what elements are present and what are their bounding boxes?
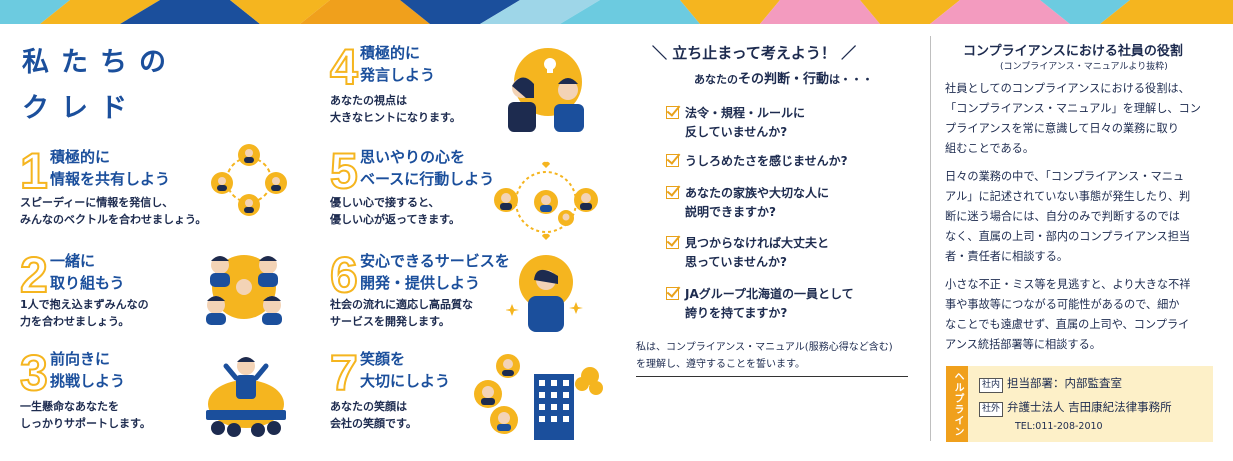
credo-heading: 思いやりの心を: [360, 148, 466, 166]
checklist-item-text: JAグループ北海道の一員として: [685, 287, 854, 301]
helpline-box: ヘルプライン 社内担当部署：内部監査室 社外弁護士法人 吉田康紀法律事務所 TE…: [946, 366, 1213, 442]
checklist-item-text: 説明できますか?: [685, 205, 776, 219]
credo-number: 2: [19, 247, 49, 303]
credo-number: 5: [329, 143, 359, 199]
idea-talk-icon: [498, 44, 590, 136]
checklist-item-text: 法令・規程・ルールに: [685, 106, 806, 120]
paragraph-line: 小さな不正・ミス等を見逃すと、より大きな不祥: [945, 278, 1191, 291]
credo-description: しっかりサポートします。: [20, 417, 151, 430]
credo-title: 私たちの クレド: [22, 40, 178, 132]
credo-heading: 発言しよう: [360, 66, 436, 84]
credo-heading: 積極的に: [360, 44, 421, 62]
role-paragraph-2: 日々の業務の中で、「コンプライアンス・マニュ アル」に記述されていない事態が発生…: [945, 167, 1215, 267]
credo-heading: 笑顔を: [360, 350, 406, 368]
checklist-subtitle-prefix: あなたの: [694, 73, 738, 86]
role-paragraph-3: 小さな不正・ミス等を見逃すと、より大きな不祥 事や事故等につながる可能性があるの…: [945, 275, 1215, 355]
paragraph-line: なく、直属の上司・部内のコンプライアンス担当: [945, 230, 1191, 243]
heart-circle-icon: [492, 160, 600, 246]
credo-description: みんなのベクトルを合わせましょう。: [20, 213, 207, 226]
paragraph-line: 「コンプライアンス・マニュアル」を理解し、コン: [945, 102, 1201, 115]
credo-description: 1人で抱え込まずみんなの: [20, 298, 149, 311]
credo-description: 社会の流れに適応し高品質な: [330, 298, 473, 311]
compliance-pledge: 私は、コンプライアンス・マニュアル(服務心得など含む) を理解し、遵守することを…: [636, 339, 908, 377]
helpline-label: ヘルプライン: [946, 366, 968, 442]
credo-heading: 挑戦しよう: [50, 372, 126, 390]
credo-description: あなたの笑顔は: [330, 400, 407, 413]
paragraph-line: なことでも遠慮せず、直属の上司や、コンプライ: [945, 318, 1190, 331]
credo-description: スピーディーに情報を発信し、: [20, 196, 174, 209]
checkbox-icon: [666, 236, 679, 249]
pledge-text: を理解し、遵守することを誓います。: [636, 359, 805, 370]
cheer-icon: [198, 352, 294, 446]
credo-description: 力を合わせましょう。: [20, 315, 130, 328]
checklist-subtitle: あなたのその判断・行動は・・・: [694, 68, 873, 87]
team-hands-icon: [196, 243, 292, 333]
internal-contact: 担当部署：内部監査室: [1007, 376, 1123, 390]
paragraph-line: アル」に記述されていない事態が発生したり、判: [945, 190, 1191, 203]
checkbox-icon: [666, 287, 679, 300]
smile-building-icon: [468, 350, 608, 444]
credo-number: 6: [329, 247, 359, 303]
checkbox-icon: [666, 106, 679, 119]
credo-heading: 開発・提供しよう: [360, 274, 481, 292]
credo-heading: 大切にしよう: [360, 372, 451, 390]
credo-number: 4: [329, 39, 359, 95]
checkbox-icon: [666, 186, 679, 199]
helpline-phone: TEL:011-208-2010: [1015, 421, 1103, 432]
credo-heading: 前向きに: [50, 350, 111, 368]
checklist-subtitle-suffix: は・・・: [829, 73, 874, 86]
checklist-item-text: 誇りを持てますか?: [685, 306, 788, 320]
credo-description: あなたの視点は: [330, 94, 407, 107]
paragraph-line: アンス統括部署等に相談する。: [945, 338, 1101, 351]
external-contact: 弁護士法人 吉田康紀法律事務所: [1007, 400, 1172, 414]
paragraph-line: 社員としてのコンプライアンスにおける役割は、: [945, 82, 1190, 95]
credo-heading: 積極的に: [50, 148, 111, 166]
paragraph-line: プライアンスを常に意識して日々の業務に取り: [945, 122, 1179, 135]
pledge-text: 私は、コンプライアンス・マニュアル(服務心得など含む): [636, 342, 893, 353]
credo-description: 優しい心が返ってきます。: [330, 213, 461, 226]
credo-number: 1: [19, 143, 49, 199]
role-title: コンプライアンスにおける社員の役割: [963, 44, 1183, 59]
paragraph-line: 日々の業務の中で、「コンプライアンス・マニュ: [945, 170, 1185, 183]
paragraph-line: 者・責任者に相談する。: [945, 250, 1069, 263]
external-tag: 社外: [979, 402, 1004, 417]
service-staff-icon: [505, 252, 586, 338]
credo-number: 7: [329, 345, 359, 401]
checklist-item-text: 思っていませんか?: [685, 255, 788, 269]
credo-number: 3: [19, 345, 49, 401]
credo-title-line1: 私たちの: [22, 47, 178, 78]
checklist-subtitle-emphasis: その判断・行動: [738, 72, 830, 87]
checklist-item-text: あなたの家族や大切な人に: [685, 186, 830, 200]
column-divider: [930, 36, 931, 441]
credo-description: 会社の笑顔です。: [330, 417, 417, 430]
credo-heading: 安心できるサービスを: [360, 252, 510, 270]
credo-description: 優しい心で接すると、: [330, 196, 440, 209]
role-subtitle: (コンプライアンス・マニュアルより抜粋): [1000, 62, 1168, 72]
helpline-internal: 社内担当部署：内部監査室: [979, 375, 1122, 393]
paragraph-line: 断に迷う場合には、自分のみで判断するのでは: [945, 210, 1180, 223]
credo-heading: 情報を共有しよう: [50, 170, 171, 188]
credo-heading: 一緒に: [50, 252, 96, 270]
paragraph-line: 事や事故等につながる可能性があるので、細か: [945, 298, 1180, 311]
credo-heading: ベースに行動しよう: [360, 170, 495, 188]
credo-description: サービスを開発します。: [330, 315, 450, 328]
credo-description: 一生懸命なあなたを: [20, 400, 119, 413]
checklist-item-text: うしろめたさを感じませんか?: [685, 154, 848, 168]
checklist-item-text: 見つからなければ大丈夫と: [685, 236, 830, 250]
paragraph-line: 組むことである。: [945, 142, 1035, 155]
credo-heading: 取り組もう: [50, 274, 125, 292]
internal-tag: 社内: [979, 378, 1004, 393]
credo-description: 大きなヒントになります。: [330, 111, 461, 124]
top-confetti-band: [0, 0, 1233, 24]
checkbox-icon: [666, 154, 679, 167]
helpline-external: 社外弁護士法人 吉田康紀法律事務所: [979, 399, 1172, 417]
credo-title-line2: クレド: [22, 93, 139, 124]
team-share-icon: [208, 143, 290, 221]
role-paragraph-1: 社員としてのコンプライアンスにおける役割は、 「コンプライアンス・マニュアル」を…: [945, 79, 1215, 159]
checklist-title: ＼ 立ち止まって考えよう！ ／: [652, 44, 857, 62]
checklist-item-text: 反していませんか?: [685, 125, 788, 139]
